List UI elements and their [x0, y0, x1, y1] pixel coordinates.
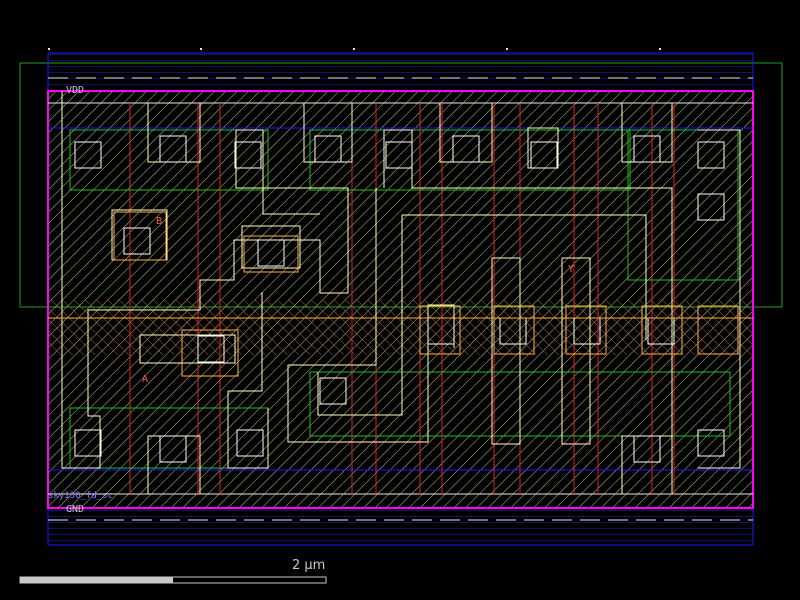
pin-y-label: Y — [568, 264, 574, 275]
vdd-rail-metal2 — [47, 52, 754, 92]
gnd-pin-label: GND — [66, 504, 84, 515]
cell-name-label: sky130_fd_sc — [48, 491, 113, 501]
gnd-rail-metal2 — [47, 507, 754, 546]
scale-bar-label: 2 µm — [292, 558, 326, 573]
metal1-band — [48, 300, 753, 355]
vdd-pin-label: VDD — [66, 85, 84, 96]
scale-bar-fill — [20, 577, 173, 583]
poly-contacts — [48, 211, 753, 377]
pin-a-label: A — [142, 374, 148, 385]
cell-boundary — [47, 90, 754, 509]
cell-fill — [48, 91, 753, 508]
pin-b-label: B — [156, 216, 162, 227]
grid-ticks — [48, 48, 661, 50]
